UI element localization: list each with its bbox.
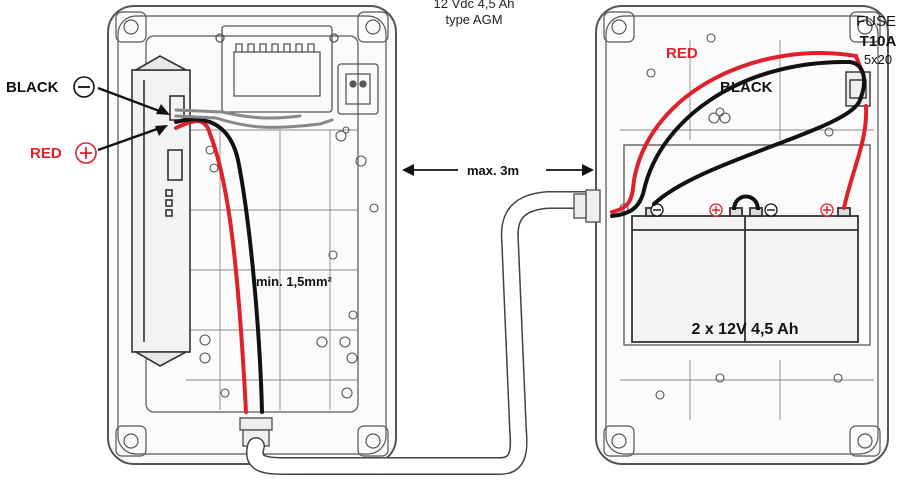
max-distance-label: max. 3m [467, 163, 519, 178]
red-wire-right-fuse [842, 104, 869, 210]
batteries-label: 2 x 12V 4,5 Ah [691, 321, 798, 338]
fuse-label-line3: 5x20 [864, 52, 892, 67]
fuse-label-line2: T10A [860, 33, 897, 50]
red-wire-right-top [610, 51, 864, 214]
right-wires [610, 51, 869, 218]
red-label-right: RED [666, 45, 698, 62]
red-label-left: RED [30, 145, 62, 162]
battery-spec-line1: 12 Vdc 4,5 Ah [434, 0, 515, 11]
fuse-label-line1: FUSE [856, 13, 896, 30]
black-wire-right [610, 59, 867, 218]
black-label-right: BLACK [720, 79, 773, 96]
label-polarity-icons [73, 76, 97, 164]
gray-wire-2 [174, 114, 334, 129]
battery-spec-line2: type AGM [445, 12, 502, 27]
battery-polarity-marks [650, 203, 834, 217]
right-cable-gland [573, 189, 601, 223]
left-enclosure [107, 5, 397, 465]
min-section-label: min. 1,5mm² [256, 274, 333, 289]
black-label-left: BLACK [6, 79, 59, 96]
pointer-arrows [97, 86, 170, 152]
black-wire-left [174, 117, 264, 414]
right-enclosure [595, 5, 889, 465]
corrugated-conduit [246, 191, 605, 476]
gray-wire-1 [174, 108, 302, 120]
left-wires [174, 108, 334, 414]
distance-arrow [402, 164, 594, 176]
